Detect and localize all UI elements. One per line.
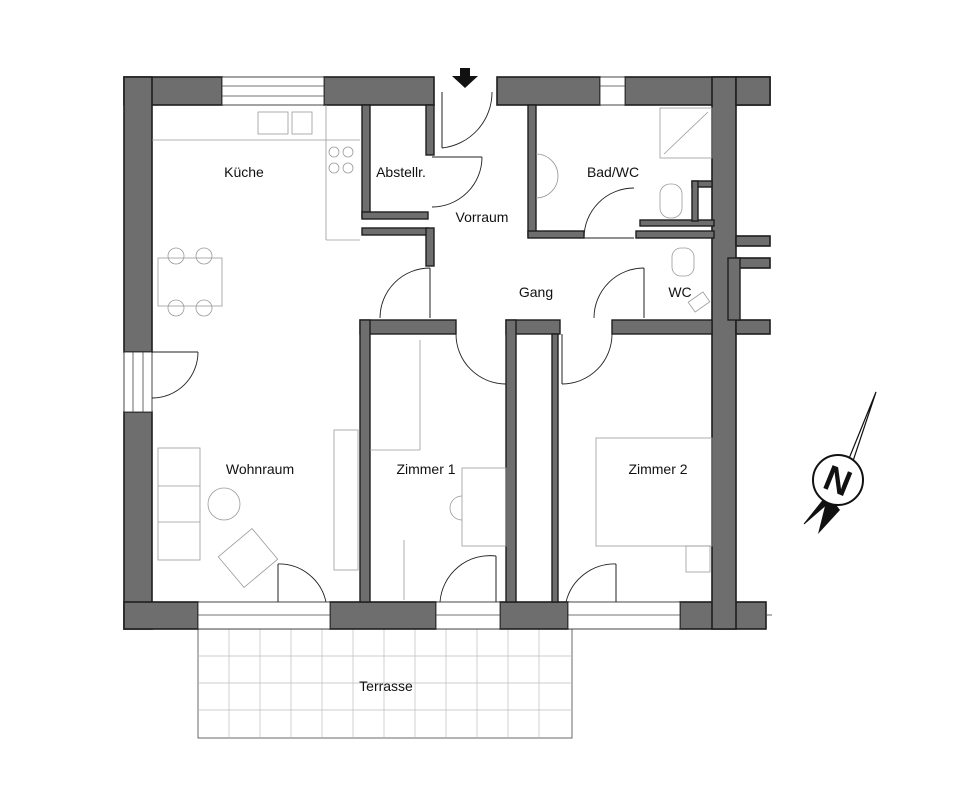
room-label-zimmer2: Zimmer 2 — [628, 461, 687, 477]
wc-door — [593, 267, 645, 319]
wc-basin-icon — [687, 291, 711, 313]
bed — [595, 437, 713, 547]
nightstand — [685, 545, 711, 573]
furniture — [152, 105, 713, 600]
entrance-arrow-icon — [452, 68, 478, 88]
toilet-icon — [659, 183, 683, 219]
room-label-wohnraum: Wohnraum — [226, 461, 294, 477]
room2-furniture — [595, 437, 713, 573]
storage-door — [431, 156, 483, 208]
doors — [151, 91, 645, 603]
interior-walls — [359, 104, 741, 603]
compass-icon: N — [803, 391, 877, 534]
room2-terrace-swing — [565, 563, 617, 603]
stove-icon — [328, 146, 340, 158]
room-label-gang: Gang — [519, 284, 553, 300]
wc-fixtures — [671, 247, 711, 313]
dining-table — [157, 247, 223, 317]
room-label-kueche: Küche — [224, 164, 264, 180]
living-terrace-door — [197, 601, 331, 630]
room1-terrace-door — [435, 601, 501, 630]
wc-toilet-icon — [671, 247, 695, 277]
tv-cabinet — [333, 429, 359, 571]
terrace — [197, 628, 573, 739]
bath-door — [583, 187, 635, 239]
room-labels: Küche Abstellr. Vorraum Bad/WC Gang WC W… — [224, 164, 692, 694]
bath-fixtures — [535, 107, 713, 219]
room2-door — [561, 333, 613, 385]
room1-terrace-swing — [439, 555, 497, 603]
room1-door — [455, 333, 507, 385]
coffee-table — [207, 487, 241, 521]
room-label-vorraum: Vorraum — [456, 209, 509, 225]
windows — [123, 76, 772, 630]
desk — [461, 467, 507, 547]
entrance-door — [441, 91, 493, 149]
room-label-wc: WC — [668, 284, 691, 300]
basin-icon — [535, 153, 559, 199]
room-label-terrasse: Terrasse — [359, 678, 413, 694]
bath-window — [599, 76, 626, 106]
living-terrace-swing — [277, 563, 327, 603]
armchair — [217, 527, 279, 589]
kitchen-door — [379, 267, 431, 319]
room1-furniture — [370, 340, 507, 600]
living-window — [123, 351, 153, 413]
room-label-zimmer1: Zimmer 1 — [396, 461, 455, 477]
shower-icon — [659, 107, 713, 159]
room2-window — [567, 601, 681, 630]
sofa — [157, 429, 359, 589]
room-label-abstellraum: Abstellr. — [376, 164, 426, 180]
kitchen-counter — [152, 105, 360, 241]
room-label-bad-wc: Bad/WC — [587, 164, 639, 180]
sink-icon — [257, 111, 289, 135]
kitchen-window — [221, 76, 325, 106]
terrace-tiles — [198, 629, 572, 738]
living-side-door — [151, 351, 199, 399]
